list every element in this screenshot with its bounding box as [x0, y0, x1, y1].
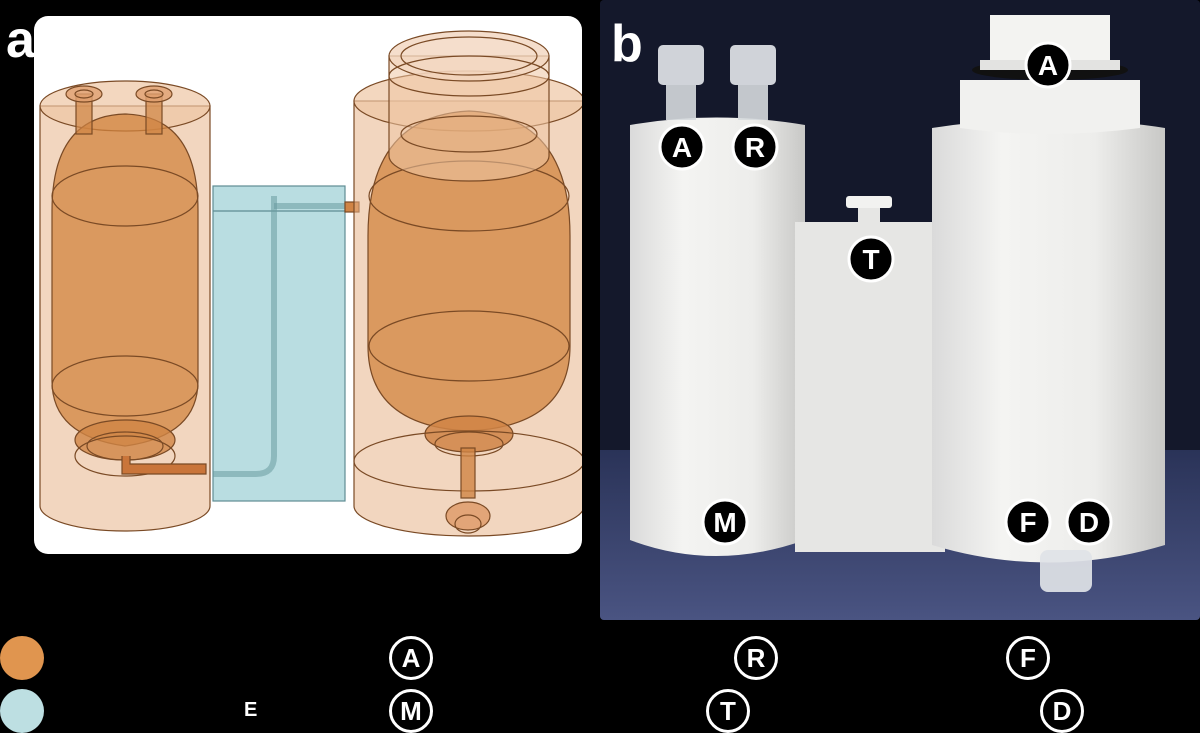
photo-label-r: R [731, 123, 779, 171]
legend-swatch-blue [0, 689, 44, 733]
photo-label-r-text: R [745, 132, 765, 163]
panel-b-photo: A R T A M F D [600, 0, 1200, 620]
legend-badge-r: R [734, 636, 778, 680]
photo-label-t: T [847, 235, 895, 283]
photo-label-m-text: M [713, 507, 736, 538]
legend-badge-m: M [389, 689, 433, 733]
legend-stray-glyph: E [244, 699, 258, 721]
photo-label-a-right: A [1024, 41, 1072, 89]
photo-label-a-left: A [658, 123, 706, 171]
photo-label-a-left-text: A [672, 132, 692, 163]
photo-label-f-text: F [1019, 507, 1036, 538]
photo-label-m: M [701, 498, 749, 546]
panel-a-letter: a [6, 11, 35, 69]
cad-render-drawing [39, 30, 582, 537]
panel-a-cad-render [34, 16, 582, 554]
device-photo-drawing: A R T A M F D [600, 0, 1200, 620]
legend-swatch-orange [0, 636, 44, 680]
legend-badge-f: F [1006, 636, 1050, 680]
legend-badge-t: T [706, 689, 750, 733]
legend-badge-a: A [389, 636, 433, 680]
photo-label-a-right-text: A [1038, 50, 1058, 81]
photo-label-t-text: T [862, 244, 879, 275]
panel-b-letter: b [611, 15, 643, 73]
legend-badge-d: D [1040, 689, 1084, 733]
photo-label-f: F [1004, 498, 1052, 546]
photo-label-d: D [1065, 498, 1113, 546]
photo-label-d-text: D [1079, 507, 1099, 538]
